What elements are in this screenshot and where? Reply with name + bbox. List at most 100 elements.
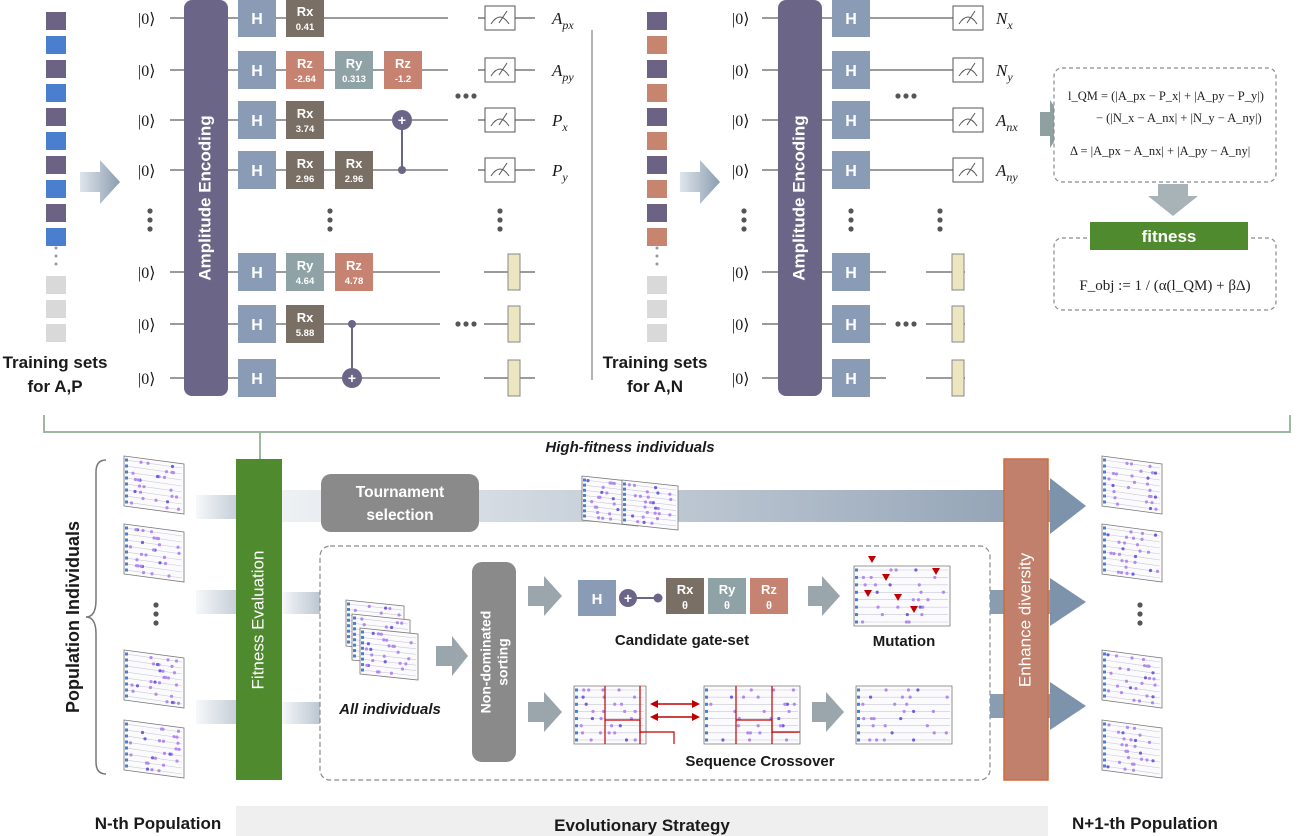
thumbnail-gate [741,695,746,699]
rotation-gate-angle: 0.41 [296,22,315,33]
rotation-gate-name: Rz [346,258,362,273]
thumbnail-gate [1146,476,1150,480]
thumbnail-frame [853,565,951,627]
thumbnail-gate [777,716,781,721]
output-label-3: Py [551,161,568,184]
thumbnail-gate [1116,570,1121,574]
meter-arc [958,168,978,177]
thumbnail-gate [347,629,350,633]
thumbnail-gate [125,458,128,462]
rotation-gate-rz [286,51,324,89]
thumbnail-gate [736,724,740,728]
thumbnail-gate [125,526,128,530]
thumbnail-gate [612,502,616,506]
thumbnail-gate [161,739,166,743]
wire-gap [448,114,478,126]
arrow-to-encoding-right [680,160,720,204]
thumbnail-gate [899,716,903,721]
thumbnail-gate [140,730,145,735]
thumbnail-gate [174,683,179,687]
thumbnail-gate [170,464,175,469]
circuit-thumbnail [123,719,185,779]
cnot-target-icon [619,589,637,607]
candidate-gate-rz-label: Rz [761,582,777,597]
thumbnail-gate [133,477,138,482]
thumbnail-gate [172,671,177,675]
thumbnail-gate [177,551,181,555]
thumbnail-gate [150,768,154,772]
thumbnail-wire [125,665,183,675]
training-cell [46,156,66,174]
training-cell [647,228,667,246]
thumbnail-gate [362,623,366,627]
thumbnail-gate [1103,470,1106,474]
rotation-gate-angle: 5.88 [296,328,315,339]
thumbnail-gate [1112,552,1116,556]
evolutionary-strategy-label: Evolutionary Strategy [554,816,730,835]
thumbnail-gate [1153,495,1158,499]
thumbnail-gate [167,574,171,578]
thumbnail-gate [395,621,399,625]
thumbnail-gate [591,709,595,714]
thumbnail-gate [365,663,369,667]
thumbnail-gate [125,758,128,762]
thumbnail-gate [1147,494,1152,498]
thumbnail-gate [1114,654,1119,658]
thumbnail-gate [151,662,156,666]
thumbnail-gate [575,702,578,706]
thumbnail-gate [1125,461,1129,465]
thumbnail-gate [583,514,586,518]
circuit-thumbnail [855,685,953,745]
thumbnail-gate [857,731,860,735]
thumbnail-gate [629,716,634,721]
thumbnail-gate [784,738,789,742]
thumbnail-gate [166,676,171,680]
thumbnail-gate [914,568,918,572]
thumbnail-frame [1101,719,1163,779]
thumbnail-gate [1145,694,1149,698]
thumbnail-gate [1106,653,1110,657]
thumbnail-gate [1103,722,1106,726]
thumbnail-gate [862,716,866,721]
hadamard-gate-label: H [251,317,263,334]
training-cell-empty [46,300,66,318]
thumbnail-gate [896,605,900,609]
thumbnail-gate [407,657,411,661]
rotation-gate-rx [286,151,324,189]
thumbnail-gate [125,734,128,738]
thumbnail-gate [746,731,750,735]
thumbnail-gate [1109,551,1113,555]
thumbnail-gate [1117,552,1122,556]
thumbnail-gate [125,538,128,542]
thumbnail-gate [1151,695,1155,699]
thumbnail-gate [920,612,924,617]
thumbnail-gate [589,738,593,742]
thumbnail-gate [1103,550,1106,554]
crossover-segment [736,719,800,733]
thumbnail-gate [138,490,143,494]
mutation-marker-icon [882,574,890,581]
meter-arc [490,168,510,177]
thumbnail-gate [1119,691,1124,695]
thumbnail-gate [125,728,128,732]
thumbnail-gate [162,555,167,560]
thumbnail-gate [125,556,128,560]
candidate-gate-rx-label: Rx [677,582,694,597]
thumbnail-gate [361,641,364,645]
thumbnail-frame [123,455,185,515]
meter-needle [498,112,508,126]
thumbnail-gate [650,521,654,525]
candidate-gate-rx-theta: θ [682,600,688,612]
candidate-gate-h-label: H [592,591,603,608]
measurement-icon [484,107,516,133]
thumbnail-gate [1131,536,1136,540]
thumbnail-gate [135,684,140,688]
thumbnail-frame [1101,523,1163,583]
thumbnail-gate [361,635,364,639]
ellipsis-dot [903,321,909,327]
candidate-gate-h [578,580,616,616]
flow-band-mid-1 [282,592,320,614]
hadamard-gate [238,359,276,397]
thumbnail-gate [579,724,583,728]
n-th-population-label: N-th Population [95,814,222,833]
